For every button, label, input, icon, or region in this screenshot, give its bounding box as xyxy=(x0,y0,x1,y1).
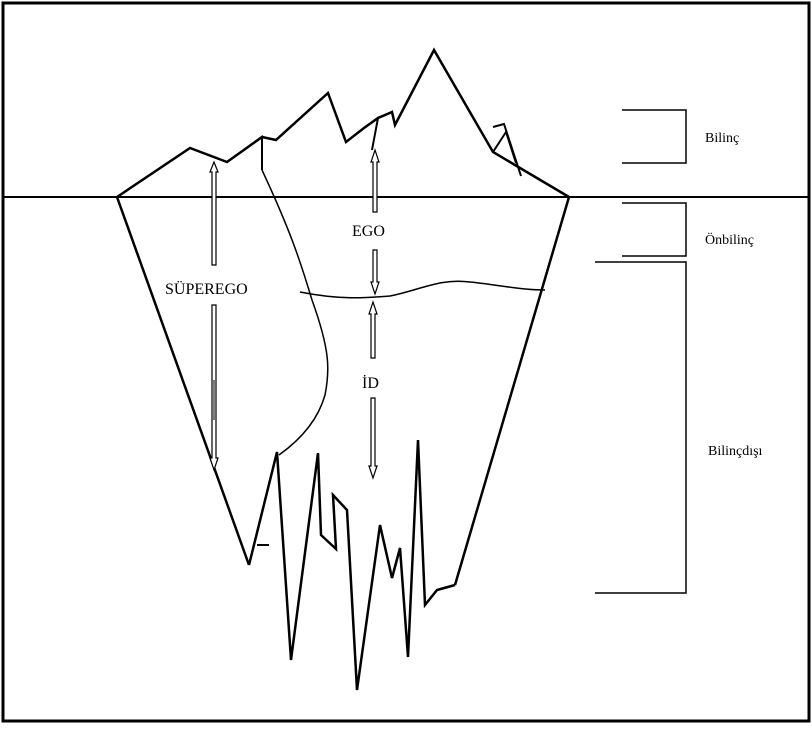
superego-arrow-up-icon xyxy=(209,160,219,266)
preconscious-label: Önbilinç xyxy=(705,231,754,248)
id-arrow-down-icon xyxy=(368,397,378,480)
conscious-bracket xyxy=(622,109,687,164)
iceberg-jagged-bottom xyxy=(247,439,456,691)
ego-arrow-down-icon xyxy=(370,249,380,296)
ego-label: EGO xyxy=(352,223,385,240)
peak-ridge-right-inner xyxy=(492,129,517,164)
ego-id-boundary xyxy=(299,280,546,299)
ego-arrow-up-icon xyxy=(370,148,380,213)
peak-ridge-middle xyxy=(363,115,380,151)
unconscious-bracket xyxy=(595,261,687,594)
superego-boundary xyxy=(261,169,329,456)
iceberg-left-side xyxy=(115,196,251,566)
preconscious-bracket xyxy=(622,202,687,257)
peak-ridge-left xyxy=(226,135,263,170)
iceberg-right-side xyxy=(453,196,571,586)
superego-arrows xyxy=(209,160,219,472)
ego-arrows xyxy=(370,148,380,296)
id-arrow-up-icon xyxy=(368,300,378,359)
superego-label: SÜPEREGO xyxy=(165,280,248,298)
id-arrows xyxy=(368,300,378,480)
peak-ridge-right xyxy=(492,122,522,177)
id-label: İD xyxy=(362,374,379,392)
conscious-label: Bilinç xyxy=(705,131,739,146)
unconscious-label: Bilinçdışı xyxy=(708,444,763,459)
iceberg-tip xyxy=(116,47,570,199)
